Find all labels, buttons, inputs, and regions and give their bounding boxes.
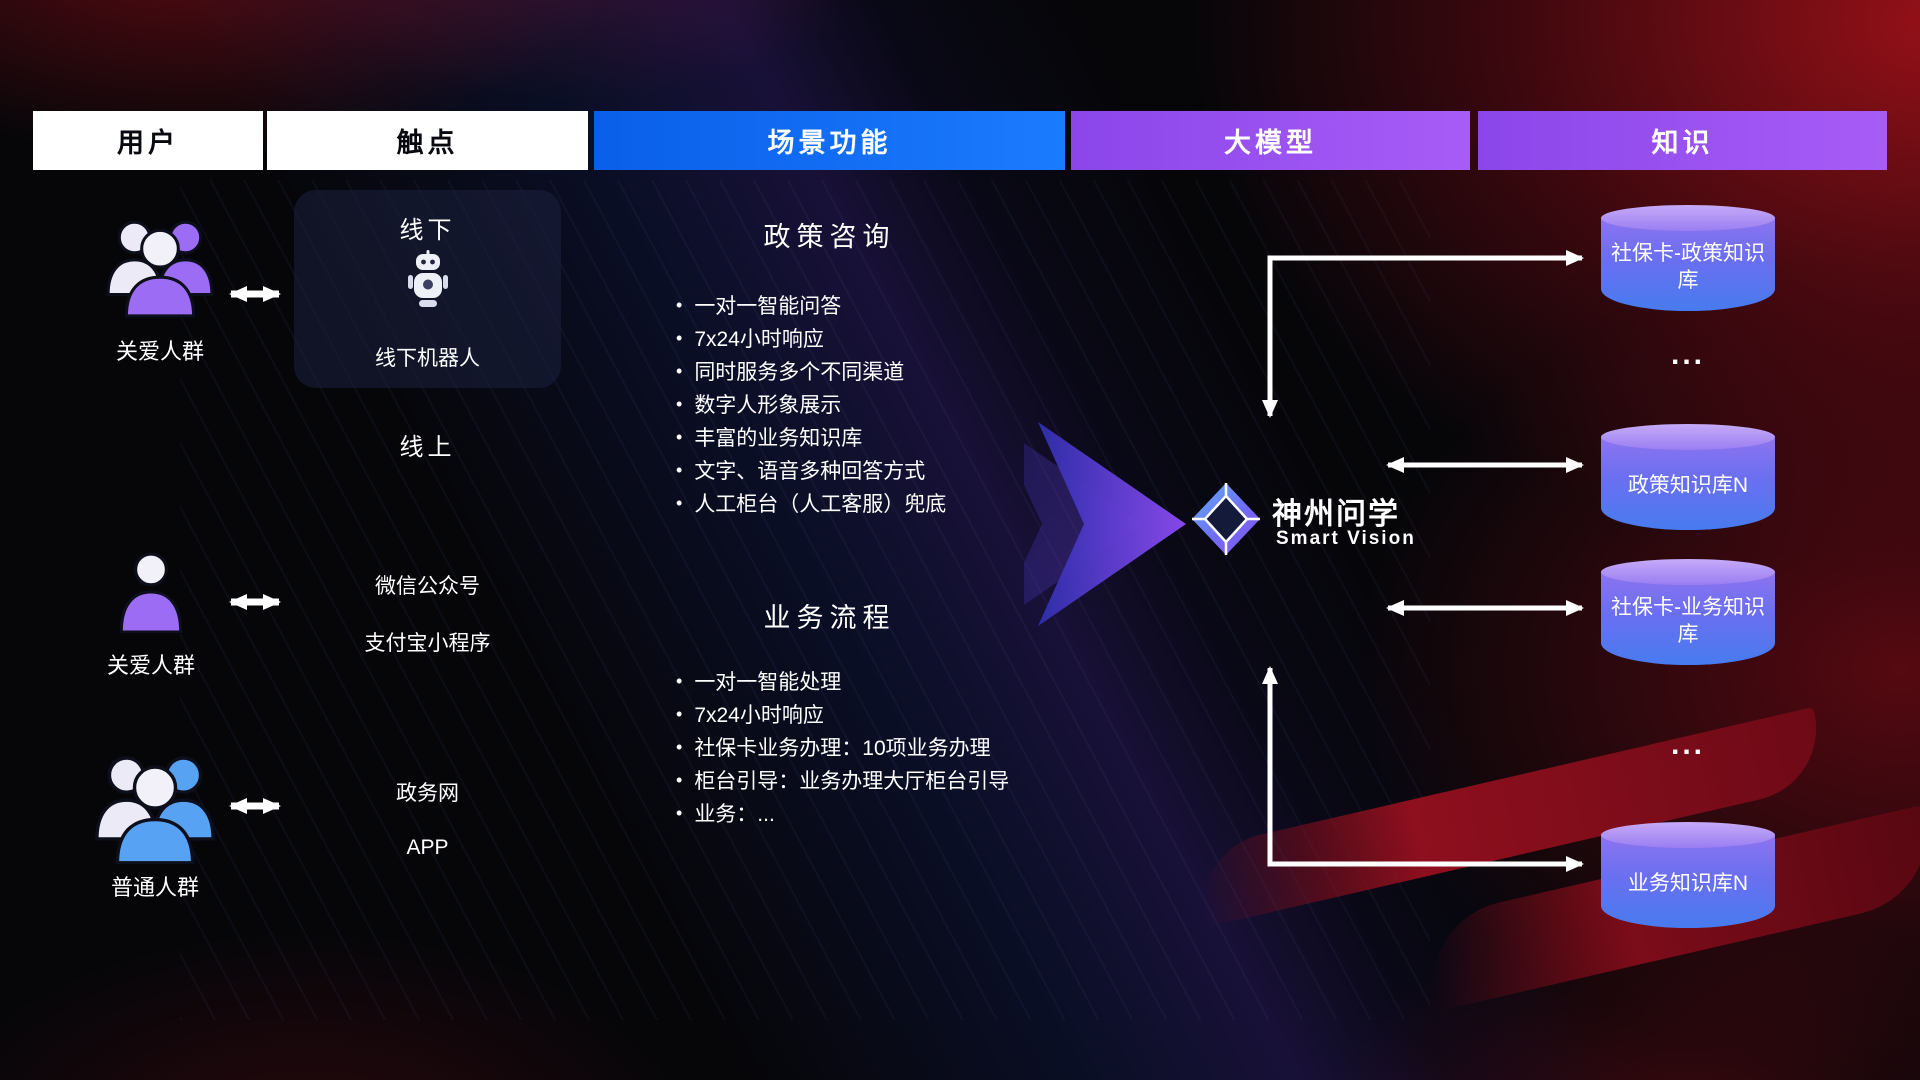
header-scene-label: 场景功能 — [767, 128, 892, 158]
offline-touchpoint-card: 线下 线下机器人 — [294, 190, 561, 388]
policy-feature: 同时服务多个不同渠道 — [676, 356, 946, 389]
policy-feature: 一对一智能问答 — [676, 290, 946, 323]
business-feature: 柜台引导：业务办理大厅柜台引导 — [676, 765, 1009, 798]
touchpoint-app: APP — [406, 836, 449, 859]
policy-feature-list: 一对一智能问答 7x24小时响应 同时服务多个不同渠道 数字人形象展示 丰富的业… — [676, 290, 946, 521]
policy-feature: 文字、语音多种回答方式 — [676, 455, 946, 488]
cylinder-body — [1601, 572, 1775, 665]
header-model-label: 大模型 — [1224, 128, 1317, 158]
user-label-care-2: 关爱人群 — [106, 653, 195, 678]
business-feature: 7x24小时响应 — [676, 699, 1009, 732]
policy-feature: 丰富的业务知识库 — [676, 422, 946, 455]
policy-section-title: 政策咨询 — [763, 222, 896, 252]
kb-cylinder-policy-n: 政策知识库N — [1601, 424, 1775, 530]
brand-name: 神州问学 — [1272, 498, 1400, 531]
kb-cylinder-policy-ssc: 社保卡-政策知识库 — [1601, 205, 1775, 311]
header-user: 用户 — [33, 111, 263, 170]
ellipsis-bottom: ... — [1670, 728, 1705, 761]
business-feature: 一对一智能处理 — [676, 666, 1009, 699]
flow-arrow-purple — [996, 416, 1194, 637]
kb-cylinder-business-ssc: 社保卡-业务知识库 — [1601, 559, 1775, 665]
kb-label: 业务知识库N — [1627, 872, 1749, 896]
header-touchpoint: 触点 — [267, 111, 588, 170]
robot-icon — [406, 248, 450, 319]
header-scene: 场景功能 — [594, 111, 1065, 170]
header-model: 大模型 — [1071, 111, 1470, 170]
cylinder-body — [1601, 437, 1775, 530]
touchpoint-alipay: 支付宝小程序 — [364, 632, 491, 655]
user-label-ordinary: 普通人群 — [110, 875, 199, 900]
header-knowledge: 知识 — [1478, 111, 1887, 170]
people-group-blue-icon — [92, 750, 218, 869]
kb-label: 政策知识库N — [1627, 474, 1749, 498]
header-knowledge-label: 知识 — [1651, 128, 1714, 158]
header-user-label: 用户 — [117, 128, 179, 158]
header-touchpoint-label: 触点 — [396, 128, 459, 158]
user-label-care-1: 关爱人群 — [115, 339, 204, 364]
touchpoint-wechat: 微信公众号 — [375, 575, 480, 598]
policy-feature: 人工柜台（人工客服）兜底 — [676, 488, 946, 521]
business-feature: 业务：... — [676, 798, 1009, 831]
kb-cylinder-business-n: 业务知识库N — [1601, 822, 1775, 928]
kb-label: 社保卡-业务知识库 — [1611, 595, 1765, 646]
policy-feature: 7x24小时响应 — [676, 323, 946, 356]
cylinder-body — [1601, 218, 1775, 311]
ellipsis-top: ... — [1670, 338, 1705, 371]
touchpoint-gov: 政务网 — [396, 782, 459, 805]
business-section-title: 业务流程 — [763, 603, 896, 633]
kb-label: 社保卡-政策知识库 — [1611, 241, 1765, 292]
cylinder-body — [1601, 835, 1775, 928]
people-group-purple-icon — [104, 214, 216, 323]
business-feature: 社保卡业务办理：10项业务办理 — [676, 732, 1009, 765]
person-purple-icon — [118, 551, 184, 638]
policy-feature: 数字人形象展示 — [676, 389, 946, 422]
brand-gem-icon — [1190, 480, 1262, 563]
arrow-model-to-kb-policy-ssc — [1262, 250, 1584, 418]
offline-title: 线下 — [399, 217, 456, 244]
offline-robot-label: 线下机器人 — [375, 347, 480, 370]
business-feature-list: 一对一智能处理 7x24小时响应 社保卡业务办理：10项业务办理 柜台引导：业务… — [676, 666, 1009, 831]
arrow-model-to-kb-business-n — [1262, 666, 1584, 872]
online-title: 线上 — [399, 434, 456, 461]
brand-subtitle: Smart Vision — [1276, 528, 1416, 549]
